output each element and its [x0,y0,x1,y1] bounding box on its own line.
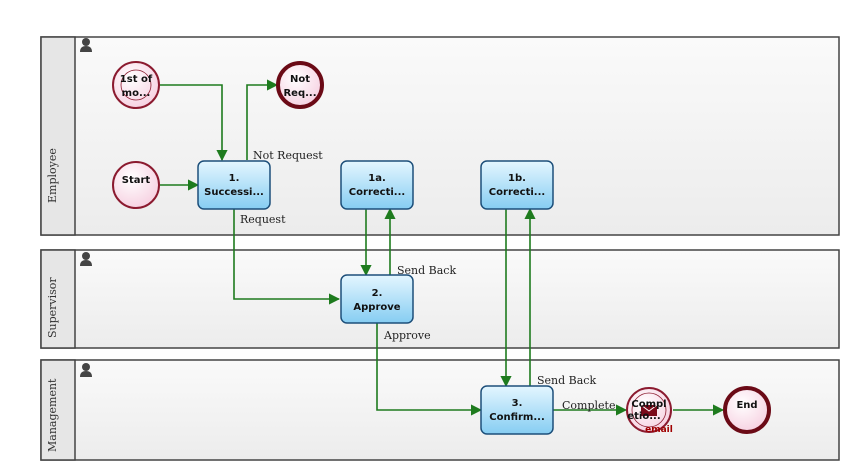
event-timer-line1: 1st of [120,74,153,85]
event-completion-badge: email [645,425,673,435]
event-not-requested-line2: Req... [283,88,316,99]
task-correction-b[interactable]: 1b. Correcti... [480,160,554,210]
lane-title-employee: Employee [46,148,59,203]
task-approve-line1: 2. [372,288,383,299]
event-timer-line2: mo... [122,88,151,99]
task-confirm-line1: 3. [512,398,523,409]
event-start[interactable]: Start [112,161,160,209]
event-completion-line2: etio... [627,411,660,422]
task-succession-line2: Successi... [204,187,264,198]
task-confirm-line2: Confirm... [489,412,545,423]
flow-request[interactable] [233,209,341,305]
event-end-label: End [736,400,757,411]
flow-label-approve: Approve [383,329,431,342]
event-completion-line1: Compl [631,399,666,410]
lane-title-management: Management [46,378,59,452]
event-not-requested-line1: Not [290,74,310,85]
lane-title-supervisor: Supervisor [46,277,59,338]
task-correction-a[interactable]: 1a. Correcti... [340,160,414,210]
task-succession[interactable]: 1. Successi... [197,160,271,210]
lane-supervisor: Supervisor [40,249,840,349]
task-approve[interactable]: 2. Approve [340,274,414,324]
flow-label-request: Request [240,213,286,226]
event-not-requested-end[interactable]: Not Req... [276,61,324,109]
event-start-label: Start [122,175,151,186]
flow-label-complete: Complete [562,399,615,412]
flow-label-not-request: Not Request [253,149,323,162]
task-correction-a-line1: 1a. [368,173,386,184]
task-succession-line1: 1. [229,173,240,184]
task-correction-b-line2: Correcti... [489,187,545,198]
event-timer-start[interactable]: 1st of mo... [112,61,160,109]
flow-label-send-back-supervisor: Send Back [397,264,456,277]
envelope-icon [640,404,658,416]
task-correction-a-line2: Correcti... [349,187,405,198]
flow-label-send-back-management: Send Back [537,374,596,387]
task-confirm[interactable]: 3. Confirm... [480,385,554,435]
flow-not-request[interactable] [246,79,279,160]
task-approve-line2: Approve [353,302,400,313]
event-completion-email[interactable]: Compl etio... email [626,387,673,435]
flow-timer-to-succession[interactable] [159,84,228,162]
flow-approve[interactable] [376,323,483,416]
lane-employee: Employee [40,36,840,236]
task-correction-b-line1: 1b. [508,173,526,184]
event-end[interactable]: End [723,386,771,434]
